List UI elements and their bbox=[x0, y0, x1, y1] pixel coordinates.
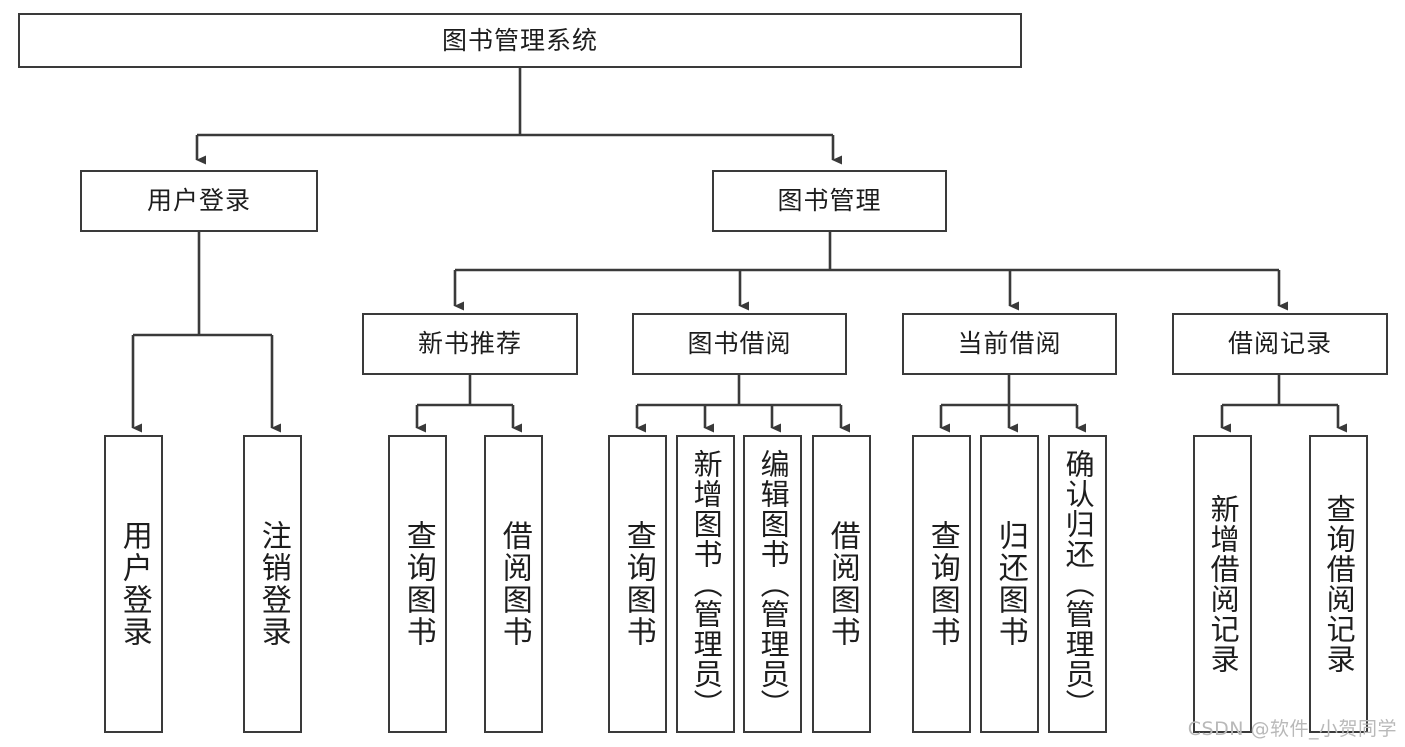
watermark: CSDN @软件_小贺同学 bbox=[1187, 718, 1397, 740]
node-label: 图书管理 bbox=[777, 186, 882, 215]
leaf-query-book-2[interactable]: 查询图书 bbox=[608, 435, 667, 733]
node-label: 图书管理系统 bbox=[441, 25, 598, 55]
leaf-label: 查询图书 bbox=[620, 520, 656, 648]
leaf-label: 查询图书 bbox=[924, 520, 960, 648]
leaf-query-record[interactable]: 查询借阅记录 bbox=[1309, 435, 1368, 733]
leaf-label: 借阅图书 bbox=[496, 520, 532, 648]
leaf-borrow-book-2[interactable]: 借阅图书 bbox=[812, 435, 871, 733]
leaf-add-book[interactable]: 新增图书（管理员） bbox=[676, 435, 735, 733]
leaf-borrow-book-1[interactable]: 借阅图书 bbox=[484, 435, 543, 733]
node-book-borrow[interactable]: 图书借阅 bbox=[632, 313, 847, 375]
leaf-query-book-1[interactable]: 查询图书 bbox=[388, 435, 447, 733]
leaf-query-book-3[interactable]: 查询图书 bbox=[912, 435, 971, 733]
leaf-label: 用户登录 bbox=[116, 520, 152, 648]
leaf-label: 新增借阅记录 bbox=[1206, 494, 1241, 674]
leaf-logout-login[interactable]: 注销登录 bbox=[243, 435, 302, 733]
node-label: 用户登录 bbox=[146, 186, 251, 215]
node-label: 借阅记录 bbox=[1227, 329, 1332, 358]
node-book-manage[interactable]: 图书管理 bbox=[712, 170, 947, 232]
leaf-label: 归还图书 bbox=[992, 520, 1028, 648]
node-label: 当前借阅 bbox=[957, 329, 1062, 358]
leaf-return-book[interactable]: 归还图书 bbox=[980, 435, 1039, 733]
leaf-label: 确认归还（管理员） bbox=[1061, 449, 1096, 719]
node-label: 新书推荐 bbox=[417, 329, 522, 358]
node-root-system[interactable]: 图书管理系统 bbox=[18, 13, 1022, 68]
leaf-label: 借阅图书 bbox=[824, 520, 860, 648]
leaf-label: 查询借阅记录 bbox=[1322, 494, 1357, 674]
leaf-label: 注销登录 bbox=[255, 520, 291, 648]
leaf-label: 编辑图书（管理员） bbox=[756, 449, 791, 719]
node-user-login[interactable]: 用户登录 bbox=[80, 170, 318, 232]
leaf-user-login[interactable]: 用户登录 bbox=[104, 435, 163, 733]
node-current-borrow[interactable]: 当前借阅 bbox=[902, 313, 1117, 375]
leaf-edit-book[interactable]: 编辑图书（管理员） bbox=[743, 435, 802, 733]
node-new-book-recommend[interactable]: 新书推荐 bbox=[362, 313, 578, 375]
leaf-label: 查询图书 bbox=[400, 520, 436, 648]
leaf-label: 新增图书（管理员） bbox=[689, 449, 724, 719]
node-borrow-record[interactable]: 借阅记录 bbox=[1172, 313, 1388, 375]
node-label: 图书借阅 bbox=[687, 329, 792, 358]
leaf-confirm-return[interactable]: 确认归还（管理员） bbox=[1048, 435, 1107, 733]
leaf-add-record[interactable]: 新增借阅记录 bbox=[1193, 435, 1252, 733]
